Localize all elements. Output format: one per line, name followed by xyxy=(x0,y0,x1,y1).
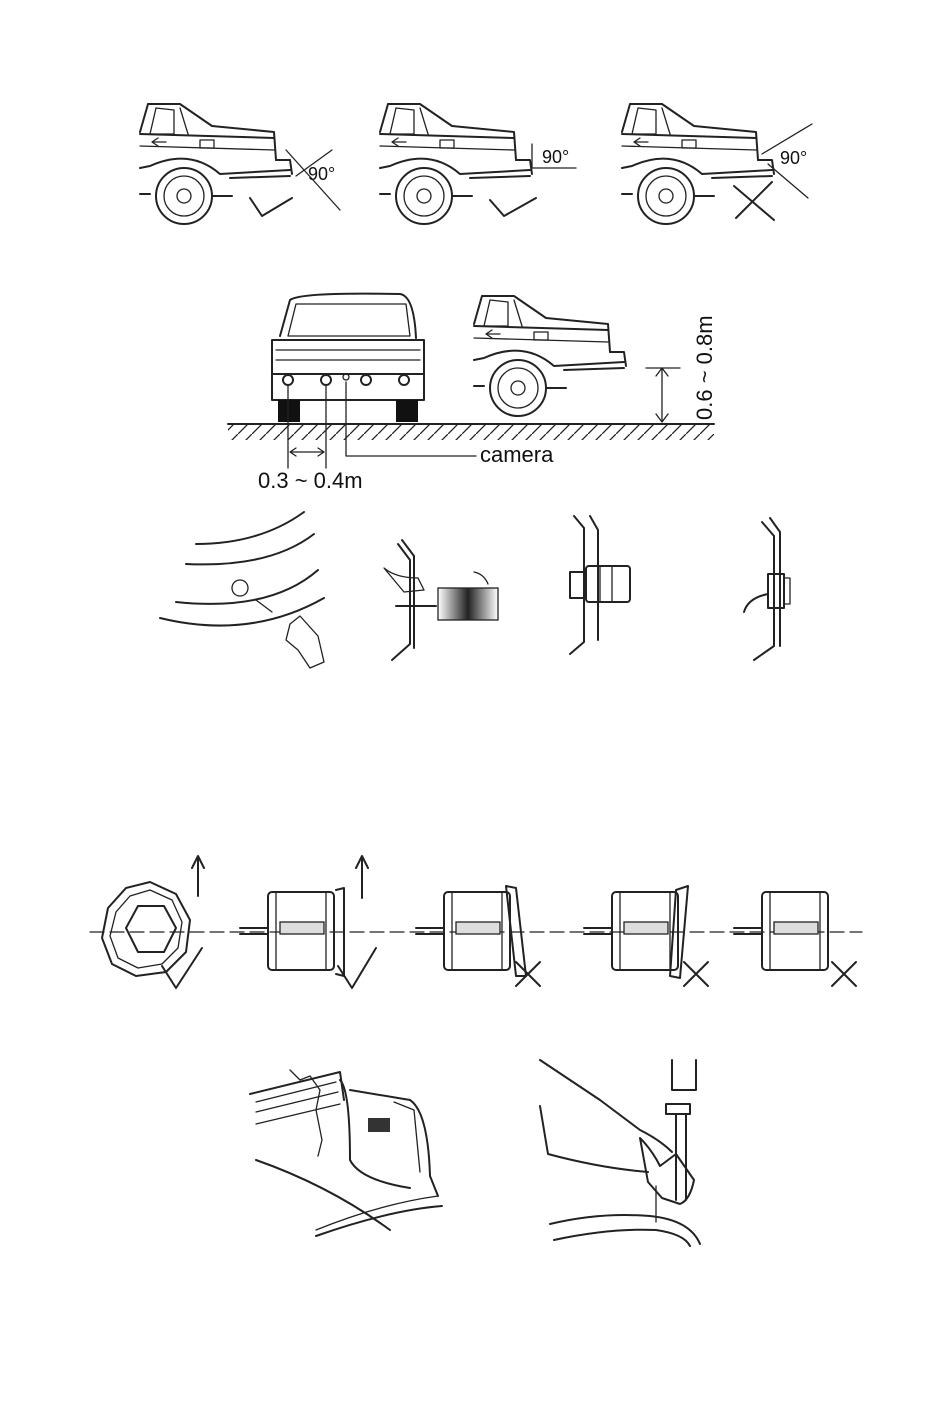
sensor-side-view-correct xyxy=(240,856,376,988)
car-side-view xyxy=(474,296,626,416)
cross-mark-icon xyxy=(516,962,540,986)
sensor-side-view-wrong-1 xyxy=(416,886,540,986)
mounting-step-2-drill-hole xyxy=(384,540,498,660)
check-mark-icon xyxy=(490,198,536,216)
mounting-step-3-insert-sensor xyxy=(570,516,630,654)
car-rear-view xyxy=(272,294,424,422)
control-unit-icon xyxy=(368,1118,390,1132)
parking-sensor xyxy=(283,375,293,385)
up-arrow-icon xyxy=(192,856,204,896)
cross-mark-icon xyxy=(684,962,708,986)
angle-panel-2: 90° xyxy=(380,104,576,224)
angle-label: 90° xyxy=(542,147,569,167)
check-mark-icon xyxy=(250,198,292,216)
placement-diagram: 0.6 ~ 0.8m 0.3 ~ 0.4m camera xyxy=(228,294,717,493)
trunk-wiring-illustration xyxy=(250,1070,442,1236)
angle-label: 90° xyxy=(780,148,807,168)
sensor-side-view-wrong-3 xyxy=(734,892,856,986)
cross-mark-icon xyxy=(832,962,856,986)
ground-reference-line xyxy=(768,164,808,198)
sensor-side-view-wrong-2 xyxy=(584,886,708,986)
angle-label: 90° xyxy=(308,164,335,184)
hole-saw-bit-icon xyxy=(438,588,498,620)
spacing-label: 0.3 ~ 0.4m xyxy=(258,468,363,493)
mounting-step-4-sensor-fitted xyxy=(744,518,790,660)
sensor-cable xyxy=(744,594,768,612)
angle-panel-1: 90° xyxy=(140,104,340,224)
camera-label: camera xyxy=(480,442,554,467)
up-arrow-icon xyxy=(356,856,368,898)
height-label: 0.6 ~ 0.8m xyxy=(692,315,717,420)
hand-with-drill-icon xyxy=(286,616,324,668)
parking-sensor xyxy=(321,375,331,385)
parking-sensor xyxy=(361,375,371,385)
angle-panel-3: 90° xyxy=(622,104,812,224)
sensor-front-view xyxy=(102,856,204,988)
parking-sensor xyxy=(399,375,409,385)
check-mark-icon xyxy=(162,948,202,988)
ground-hatch xyxy=(228,424,714,440)
height-dimension-line xyxy=(646,368,680,422)
mounting-step-1-mark-and-drill xyxy=(160,512,324,668)
cable-routing-illustration xyxy=(540,1060,700,1246)
cross-mark-icon xyxy=(734,182,774,220)
marker-tool-icon xyxy=(384,568,424,592)
